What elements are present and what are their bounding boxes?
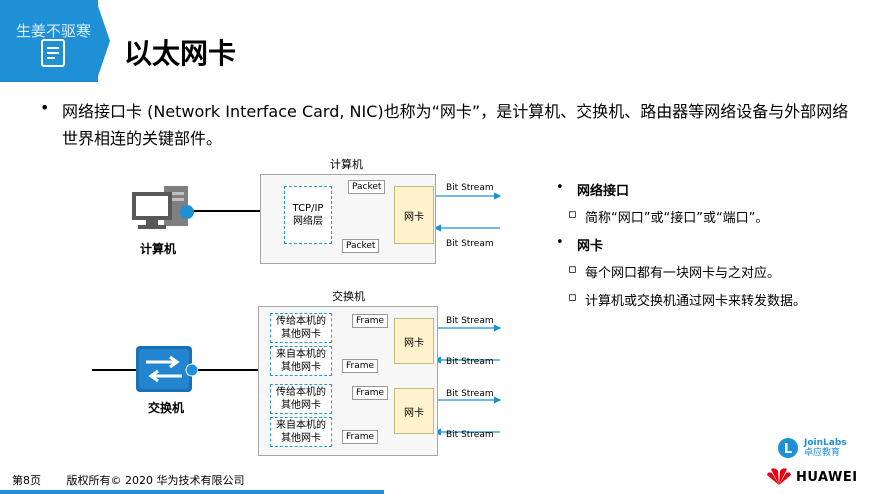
frame-label: Frame — [342, 430, 379, 444]
joinlabs-en: JoinLabs — [804, 438, 847, 448]
bit-stream-label: Bit Stream — [446, 239, 494, 249]
huawei-brand: HUAWEI — [796, 470, 858, 485]
list-item-sub: 计算机或交换机通过网卡来转发数据。 — [585, 294, 807, 309]
joinlabs-cn: 卓应教育 — [804, 448, 841, 458]
header-chevron — [96, 0, 110, 82]
bit-stream-label: Bit Stream — [446, 357, 494, 367]
switch-nic-1: 网卡 — [394, 318, 434, 364]
list-item-sub: 简称“网口”或“接口”或“端口”。 — [585, 211, 769, 226]
to-local-nic-1: 传给本机的 其他网卡 — [270, 313, 332, 343]
footer-bar — [0, 490, 384, 494]
bit-stream-label: Bit Stream — [446, 389, 494, 399]
packet-label-bottom: Packet — [342, 239, 380, 253]
list-bullet: • — [556, 235, 564, 250]
computer-icon — [130, 186, 196, 238]
page-title: 以太网卡 — [124, 37, 237, 70]
computer-caption: 计算机 — [330, 158, 363, 171]
list-sub-bullet: ▫ — [568, 290, 577, 305]
document-icon — [38, 38, 68, 72]
watermark-text: 生姜不驱寒 — [16, 22, 92, 40]
list-item-title: 网络接口 — [577, 184, 630, 199]
switch-caption: 交换机 — [332, 290, 365, 303]
svg-text:L: L — [784, 442, 792, 457]
joinlabs-logo-text: JoinLabs 卓应教育 — [804, 438, 847, 458]
frame-label: Frame — [342, 359, 379, 373]
switch-nic-2: 网卡 — [394, 388, 434, 434]
huawei-logo-icon — [766, 466, 792, 490]
page-number: 第8页 — [12, 474, 41, 487]
to-local-nic-2: 传给本机的 其他网卡 — [270, 384, 332, 414]
joinlabs-logo-icon: L — [776, 436, 800, 464]
from-local-nic-2: 来自本机的 其他网卡 — [270, 417, 332, 447]
footer-text: 第8页 版权所有© 2020 华为技术有限公司 — [12, 472, 245, 488]
frame-label: Frame — [352, 386, 389, 400]
from-local-nic-1: 来自本机的 其他网卡 — [270, 346, 332, 376]
list-sub-bullet: ▫ — [568, 262, 577, 277]
computer-device-label: 计算机 — [140, 242, 177, 256]
list-item-sub: 每个网口都有一块网卡与之对应。 — [585, 266, 781, 281]
tcpip-layer: TCP/IP 网络层 — [284, 186, 332, 244]
bit-stream-label: Bit Stream — [446, 430, 494, 440]
list-bullet: • — [556, 180, 564, 195]
list-sub-bullet: ▫ — [568, 207, 577, 222]
copyright: 版权所有© 2020 华为技术有限公司 — [66, 474, 245, 487]
bit-stream-label: Bit Stream — [446, 183, 494, 193]
intro-text: 网络接口卡 (Network Interface Card, NIC)也称为“网… — [62, 102, 849, 148]
packet-label-top: Packet — [348, 180, 386, 194]
switch-icon — [136, 346, 199, 398]
intro-bullet: • — [40, 98, 50, 117]
computer-nic: 网卡 — [394, 186, 434, 244]
frame-label: Frame — [352, 314, 389, 328]
switch-device-label: 交换机 — [148, 401, 185, 415]
bit-stream-label: Bit Stream — [446, 316, 494, 326]
list-item-title: 网卡 — [577, 239, 604, 254]
